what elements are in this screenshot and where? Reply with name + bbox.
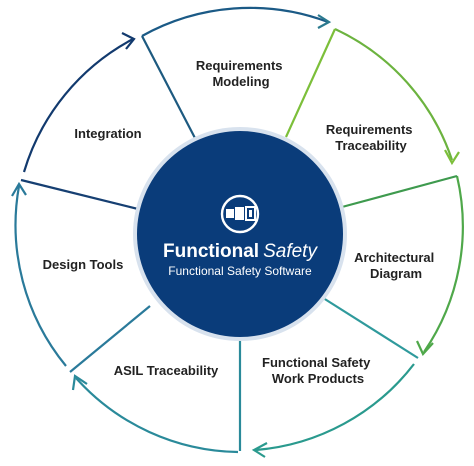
- arc-arrowhead-requirements-modeling: [317, 14, 332, 29]
- segment-label-asil-traceability: ASIL Traceability: [114, 363, 219, 378]
- cycle-arrows: [11, 6, 464, 458]
- segment-label-architectural-diagram: Architectural Diagram: [354, 250, 438, 281]
- divider-modeling-traceability: [284, 28, 337, 138]
- segment-label-design-tools: Design Tools: [43, 257, 124, 272]
- divider-designtools-integration: [20, 178, 143, 212]
- arc-arrow-design-tools: [14, 185, 67, 367]
- arc-arrow-requirements-traceability: [334, 28, 454, 161]
- center-subtitle: Functional Safety Software: [168, 264, 312, 278]
- divider-integration-modeling: [141, 35, 197, 141]
- arc-arrowhead-design-tools: [11, 181, 27, 197]
- divider-asil-designtools: [69, 305, 151, 373]
- arc-arrow-requirements-modeling: [141, 6, 329, 37]
- segment-dividers: [20, 28, 458, 451]
- segment-label-integration: Integration: [74, 126, 141, 141]
- arc-arrow-asil-traceability: [75, 377, 239, 454]
- segment-label-requirements-traceability: Requirements Traceability: [326, 122, 416, 153]
- segment-label-requirements-modeling: Requirements Modeling: [196, 58, 286, 89]
- arc-arrowhead-architectural-diagram: [416, 340, 434, 356]
- arc-arrowhead-requirements-traceability: [444, 149, 460, 166]
- arc-arrowhead-integration: [121, 32, 136, 50]
- divider-traceability-architectural: [341, 174, 458, 209]
- arc-arrowhead-asil-traceability: [71, 374, 88, 391]
- arc-arrow-work-products: [255, 363, 415, 452]
- center-hub-circle: [137, 131, 343, 337]
- connector-plug-icon: [220, 194, 260, 234]
- arc-arrow-integration: [22, 38, 134, 173]
- arc-arrowhead-work-products: [251, 442, 268, 458]
- segment-labels: Requirements Modeling Requirements Trace…: [43, 58, 438, 386]
- divider-architectural-workproducts: [319, 295, 419, 359]
- arc-arrow-architectural-diagram: [423, 175, 464, 353]
- segment-label-work-products: Functional Safety Work Products: [262, 355, 374, 386]
